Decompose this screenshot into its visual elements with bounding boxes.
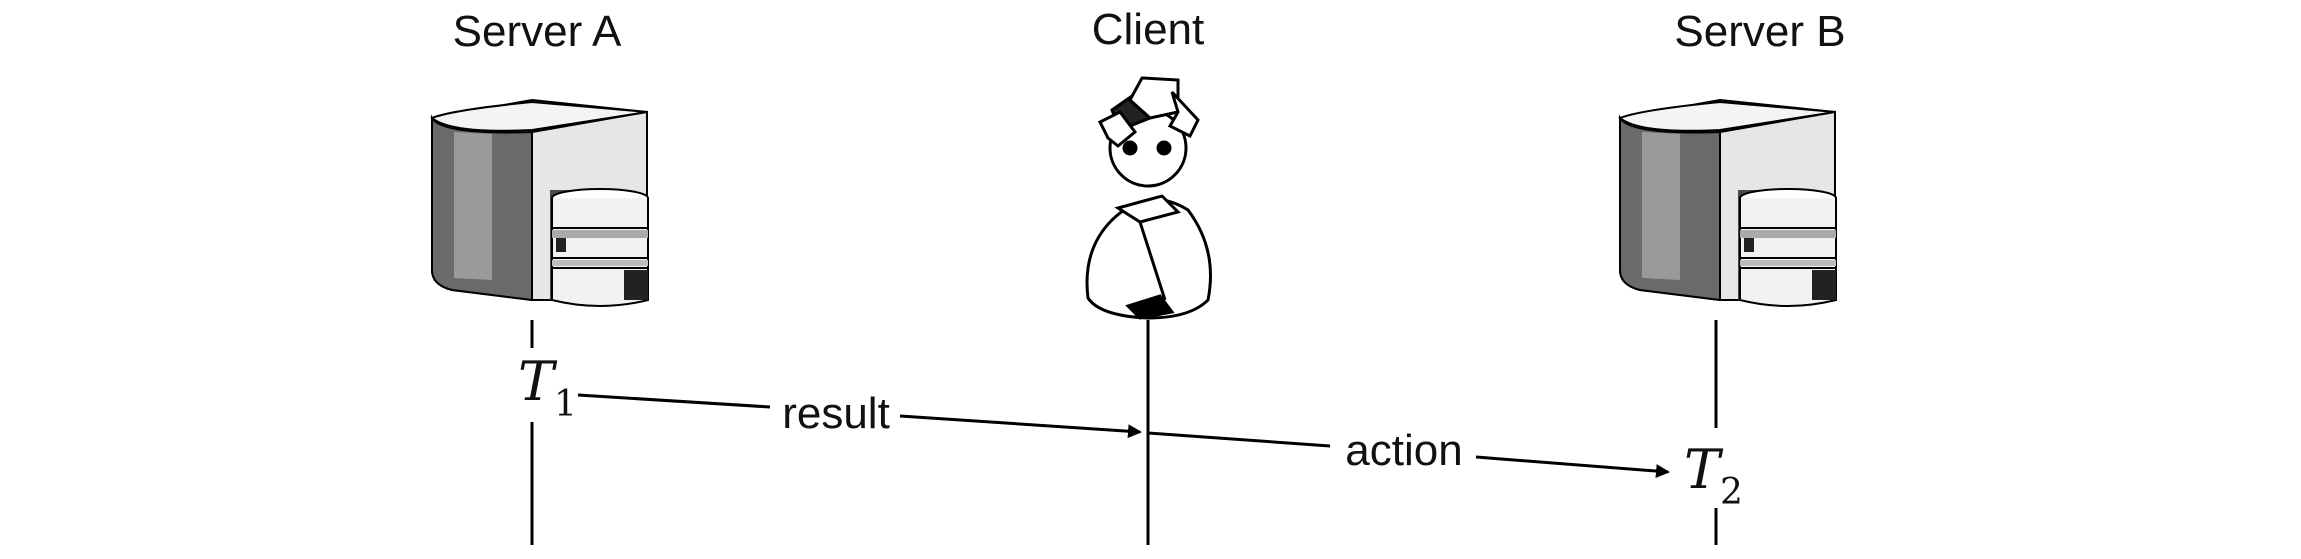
server-b-label: Server B <box>1674 7 1845 56</box>
client-person-icon <box>1085 76 1212 320</box>
action-message-arrow <box>1147 431 1670 479</box>
t1-label: T1 <box>518 350 577 425</box>
result-message-arrow <box>577 393 1142 439</box>
server-a-icon <box>430 98 649 307</box>
action-message-label: action <box>1345 426 1462 475</box>
client-label: Client <box>1092 5 1205 54</box>
server-a-label: Server A <box>453 7 622 56</box>
t2-label: T2 <box>1684 438 1743 513</box>
server-b-icon <box>1618 98 1837 307</box>
result-message-label: result <box>782 389 890 438</box>
